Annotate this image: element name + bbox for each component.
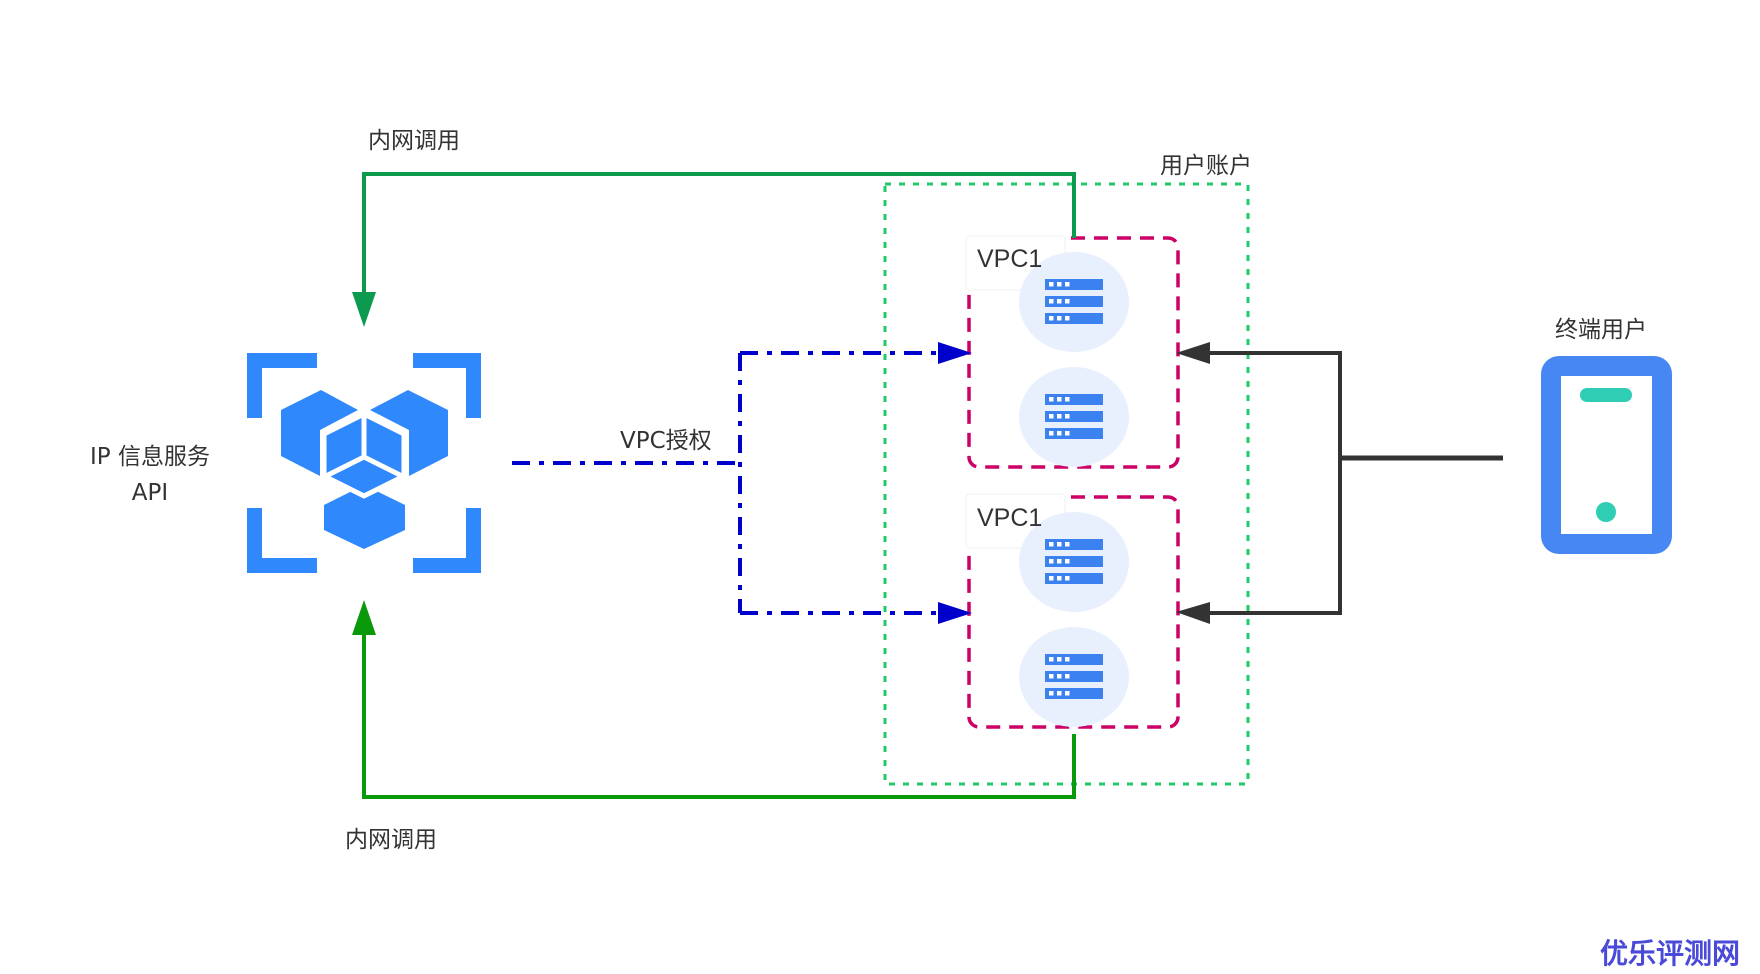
server-rack-light <box>1065 559 1070 564</box>
server-rack-light <box>1065 542 1070 547</box>
ip-service-label-line1: IP 信息服务 <box>90 444 210 470</box>
vpc-auth-bottom-arrowhead <box>938 602 972 624</box>
cube-left <box>281 390 358 476</box>
watermark: 优乐评测网 <box>1600 937 1741 970</box>
bracket-top-left <box>247 353 317 418</box>
server-icon <box>1019 512 1129 612</box>
server-rack-light <box>1057 657 1062 662</box>
bracket-bottom-left <box>247 508 317 573</box>
server-rack-light <box>1065 431 1070 436</box>
server-icon <box>1019 252 1129 352</box>
ip-service-label-line2: API <box>131 480 169 506</box>
vpc-auth-label: VPC授权 <box>620 428 712 454</box>
server-rack-bar <box>1045 394 1103 405</box>
server-rack-bar <box>1045 296 1103 307</box>
intranet-call-top-arrowhead <box>352 292 376 327</box>
server-rack-bar <box>1045 671 1103 682</box>
server-rack-light <box>1065 657 1070 662</box>
server-rack-light <box>1057 559 1062 564</box>
server-rack-light <box>1065 691 1070 696</box>
server-rack-light <box>1057 431 1062 436</box>
intranet-call-top-label: 内网调用 <box>368 128 460 154</box>
server-rack-light <box>1057 299 1062 304</box>
server-rack-light <box>1057 576 1062 581</box>
server-rack-light <box>1065 414 1070 419</box>
server-rack-bar <box>1045 539 1103 550</box>
user-access-bottom-arrowhead <box>1176 602 1210 624</box>
server-rack-light <box>1049 316 1054 321</box>
server-rack-light <box>1065 576 1070 581</box>
user-access-trunk <box>1208 351 1342 615</box>
server-rack-light <box>1049 431 1054 436</box>
server-rack-light <box>1049 559 1054 564</box>
server-icon <box>1019 627 1129 727</box>
server-rack-bar <box>1045 411 1103 422</box>
server-rack-light <box>1049 657 1054 662</box>
server-rack-light <box>1049 674 1054 679</box>
intranet-call-top-line <box>362 172 1076 292</box>
mobile-phone-icon <box>1541 356 1672 554</box>
server-rack-bar <box>1045 688 1103 699</box>
server-rack-light <box>1057 674 1062 679</box>
user-access-top-arrowhead <box>1176 342 1210 364</box>
vpc-auth-top-arrowhead <box>938 342 972 364</box>
intranet-call-bottom-line <box>362 635 1076 799</box>
server-rack-light <box>1057 542 1062 547</box>
server-rack-bar <box>1045 313 1103 324</box>
bracket-top-right <box>413 353 481 418</box>
server-rack-light <box>1057 414 1062 419</box>
server-rack-light <box>1049 414 1054 419</box>
intranet-call-bottom-label: 内网调用 <box>345 827 437 853</box>
server-rack-bar <box>1045 556 1103 567</box>
cube-center-edges-2 <box>362 454 406 480</box>
server-rack-light <box>1057 282 1062 287</box>
user-account-label: 用户账户 <box>1160 153 1252 179</box>
server-rack-bar <box>1045 654 1103 665</box>
server-rack-light <box>1065 316 1070 321</box>
server-rack-light <box>1049 397 1054 402</box>
server-rack-light <box>1057 316 1062 321</box>
server-rack-bar <box>1045 573 1103 584</box>
server-icon <box>1019 367 1129 467</box>
server-rack-bar <box>1045 279 1103 290</box>
server-rack-light <box>1049 299 1054 304</box>
cube-bottom <box>324 485 405 549</box>
intranet-call-bottom-arrowhead <box>352 600 376 635</box>
server-rack-light <box>1065 282 1070 287</box>
server-rack-bar <box>1045 428 1103 439</box>
server-rack-light <box>1057 691 1062 696</box>
vpc-top-label: VPC1 <box>977 245 1043 273</box>
phone-home-button <box>1596 502 1616 522</box>
end-user-label: 终端用户 <box>1555 317 1647 343</box>
server-rack-light <box>1065 674 1070 679</box>
server-rack-light <box>1065 299 1070 304</box>
user-account-boundary <box>883 182 1250 786</box>
server-rack-light <box>1065 397 1070 402</box>
bracket-bottom-right <box>413 508 481 573</box>
cube-right <box>370 390 448 476</box>
cubes-cluster-icon <box>247 353 481 573</box>
phone-speaker <box>1580 388 1632 402</box>
server-rack-light <box>1049 576 1054 581</box>
server-rack-light <box>1049 282 1054 287</box>
server-rack-light <box>1049 691 1054 696</box>
server-rack-light <box>1057 397 1062 402</box>
vpc-bottom-label: VPC1 <box>977 504 1043 532</box>
server-rack-light <box>1049 542 1054 547</box>
